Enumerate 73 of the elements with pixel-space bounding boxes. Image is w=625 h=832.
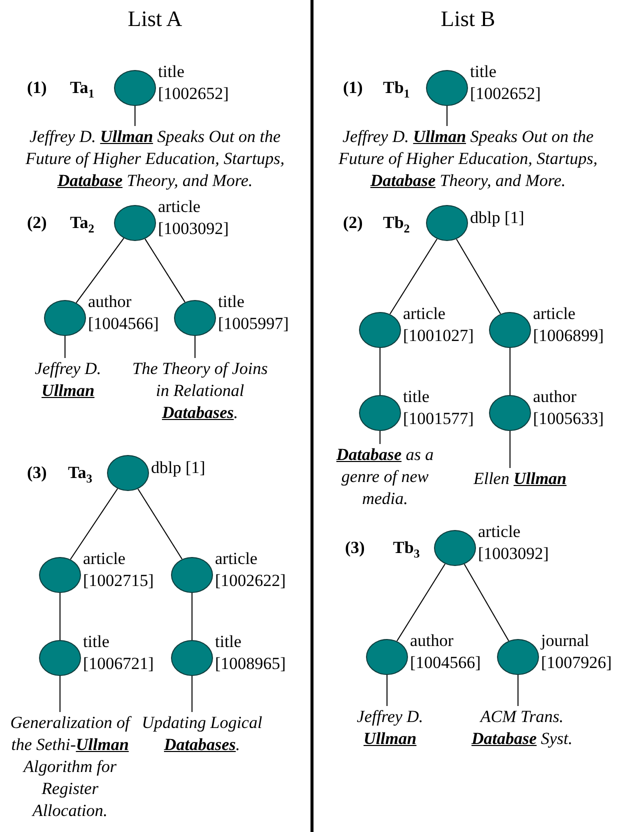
value-text: Jeffrey D. Ullman Speaks Out on the Future of Higher Education, Startups, Database Theory, and More. (318, 126, 618, 192)
tree-edge (389, 238, 438, 315)
tree-node-circle (171, 557, 213, 593)
column-heading: List B (440, 6, 496, 32)
value-text: Database as a genre of new media. (336, 444, 434, 510)
element-label: author [1004566] (410, 630, 482, 674)
item-number: (3) (27, 462, 47, 484)
element-label: title [1001577] (403, 386, 475, 430)
element-label: article [1003092] (478, 521, 550, 565)
value-text: Ellen Ullman (460, 468, 580, 490)
tree-name: Tb$_{1}$ (383, 77, 410, 102)
tree-name: Ta$_{1}$ (70, 77, 94, 102)
tree-node-circle (426, 205, 468, 241)
tree-node-circle (426, 70, 468, 106)
element-label: title [1002652] (158, 61, 230, 105)
element-label: journal [1007926] (541, 630, 613, 674)
tree-edge (144, 238, 186, 303)
tree-name: Ta$_{3}$ (68, 462, 92, 488)
column-heading: List A (128, 6, 182, 32)
tree-node-circle (366, 639, 408, 675)
value-text: Jeffrey D. Ullman (335, 706, 445, 750)
tree-edge (70, 488, 118, 560)
tree-node-circle (107, 455, 149, 491)
tree-name: Ta$_{2}$ (70, 212, 94, 238)
tree-node-circle (359, 395, 401, 431)
tree-node-circle (39, 640, 81, 676)
tree-node-circle (44, 300, 86, 336)
element-label: title [1008965] (215, 631, 287, 675)
tree-edge (446, 106, 448, 126)
element-label: title [1005997] (218, 291, 290, 335)
element-label: article [1006899] (533, 303, 605, 347)
element-label: article [1002622] (215, 548, 287, 592)
tree-node-circle (174, 300, 216, 336)
value-text: Jeffrey D. Ullman Speaks Out on the Future of Higher Education, Startups, Database Theory, and More. (5, 126, 305, 192)
element-label: dblp [1] (151, 457, 206, 479)
value-text: Updating Logical Databases. (140, 712, 264, 756)
tree-node-circle (114, 70, 156, 106)
element-label: article [1001027] (403, 303, 475, 347)
tree-edge (134, 106, 136, 126)
tree-edge (194, 336, 196, 358)
tree-edge (456, 238, 502, 314)
item-number: (2) (343, 212, 363, 234)
value-text: Jeffrey D. Ullman (18, 358, 118, 402)
tree-node-circle (434, 530, 476, 566)
tree-node-circle (489, 312, 531, 348)
element-label: author [1005633] (533, 386, 605, 430)
tree-edge (64, 336, 66, 358)
element-label: article [1002715] (83, 548, 155, 592)
element-label: dblp [1] (470, 207, 526, 229)
value-text: The Theory of Joins in Relational Databases. (125, 358, 275, 424)
tree-node-circle (489, 395, 531, 431)
tree-node-circle (359, 312, 401, 348)
tree-node-circle (114, 205, 156, 241)
element-label: author [1004566] (88, 291, 160, 335)
value-text: Generalization of the Sethi-Ullman Algorithm for Register Allocation. (7, 712, 133, 822)
item-number: (1) (343, 77, 363, 99)
tree-edge (386, 674, 388, 706)
item-number: (1) (27, 77, 47, 99)
tree-name: Tb$_{2}$ (383, 212, 410, 238)
element-label: title [1002652] (470, 61, 542, 105)
tree-node-circle (497, 639, 539, 675)
tree-edge (396, 563, 446, 642)
item-number: (2) (27, 212, 47, 234)
item-number: (3) (345, 537, 365, 559)
tree-node-circle (171, 640, 213, 676)
tree-edge (464, 564, 510, 642)
tree-edge (137, 488, 183, 560)
tree-name: Tb$_{3}$ (393, 537, 420, 562)
element-label: article [1003092] (158, 196, 230, 240)
tree-node-circle (39, 557, 81, 593)
element-label: title [1006721] (83, 631, 155, 675)
value-text: ACM Trans. Database Syst. (452, 706, 592, 750)
tree-edge (76, 238, 124, 304)
